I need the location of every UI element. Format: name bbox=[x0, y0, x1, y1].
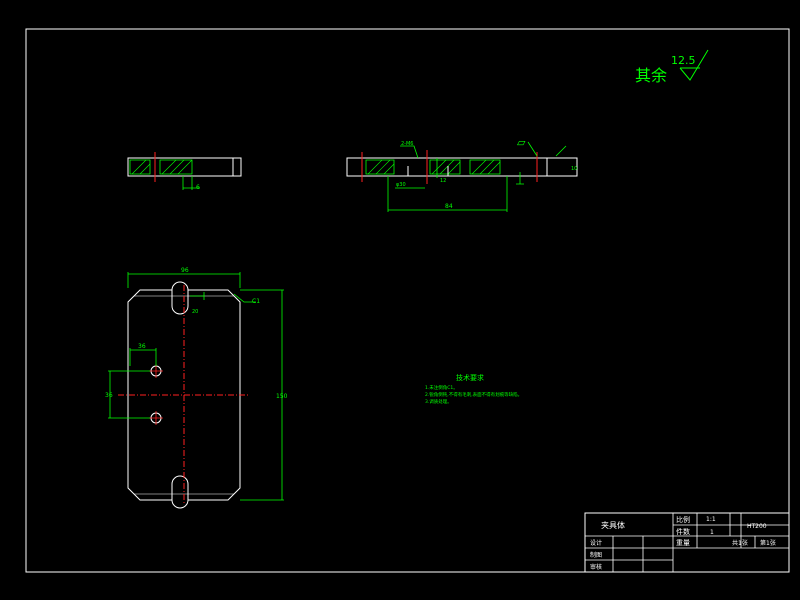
plan-hole-v-text: 36 bbox=[105, 392, 113, 399]
plan-top-width-dim bbox=[127, 272, 241, 288]
right-section-bore bbox=[407, 166, 449, 176]
right-section-outline bbox=[346, 157, 548, 177]
plan-outline bbox=[127, 281, 241, 509]
plan-slot-text: 20 bbox=[192, 309, 198, 315]
plan-height-dim bbox=[240, 289, 284, 501]
tech-req-title: 技术要求 bbox=[456, 373, 484, 382]
right-section-slot-text: 2-M6 bbox=[401, 141, 413, 147]
title-weight-label: 重量 bbox=[676, 539, 690, 547]
plan-hole-v-dim bbox=[108, 370, 150, 419]
technical-requirements: 技术要求 1.未注倒角C1。 2.锐角倒钝,不得有毛刺,表面不得有划痕等缺陷。 … bbox=[425, 373, 522, 405]
title-design-label: 设计 bbox=[590, 539, 602, 547]
right-section-thickness-text: 10 bbox=[571, 166, 577, 172]
plan-height-text: 150 bbox=[276, 393, 288, 400]
right-section-depth-text: 12 bbox=[440, 178, 446, 184]
tech-req-line-3: 3.调质处理。 bbox=[425, 398, 452, 405]
title-block-grid bbox=[585, 513, 789, 572]
right-section-hatch-lines bbox=[367, 159, 501, 175]
right-section-view: 84 φ30 2-M6 12 ⏥ 10 bbox=[346, 136, 578, 212]
title-scale-value: 1:1 bbox=[706, 516, 716, 523]
plan-slot-dim bbox=[190, 292, 205, 300]
plan-hole-h-dim bbox=[129, 348, 157, 366]
flatness-symbol: ⏥ bbox=[517, 136, 526, 149]
right-section-ext bbox=[547, 157, 578, 177]
flatness-leader bbox=[527, 141, 567, 157]
plan-view: 96 150 36 36 C1 20 bbox=[105, 267, 288, 509]
title-qty-label: 件数 bbox=[676, 527, 690, 536]
title-drawing-label: 制图 bbox=[590, 551, 602, 559]
tech-req-line-1: 1.未注倒角C1。 bbox=[425, 384, 458, 391]
right-section-side-mark bbox=[516, 172, 524, 185]
title-part-name: 夹具体 bbox=[601, 520, 625, 530]
plan-top-width-text: 96 bbox=[181, 267, 189, 274]
left-section-hatch-lines bbox=[131, 159, 193, 175]
title-scale-label: 比例 bbox=[676, 515, 690, 524]
plan-top-slot bbox=[171, 290, 189, 315]
left-section-hatch bbox=[129, 159, 193, 175]
title-block-frame bbox=[584, 512, 790, 573]
left-section-outline bbox=[127, 157, 242, 177]
title-review-label: 审核 bbox=[590, 563, 602, 571]
title-qty-value: 1 bbox=[710, 529, 714, 536]
title-material-value: HT200 bbox=[747, 523, 767, 530]
left-section-dim bbox=[182, 176, 200, 190]
roughness-symbol bbox=[679, 49, 709, 81]
plan-hole-lower-cross bbox=[149, 411, 163, 425]
right-section-span-dim bbox=[387, 176, 508, 212]
left-section-dim-text: 6 bbox=[196, 184, 200, 191]
title-sheets-total: 共1张 bbox=[732, 539, 748, 547]
left-section-view: 6 bbox=[127, 152, 242, 191]
plan-hole-h-text: 36 bbox=[138, 343, 146, 350]
plan-chamfer-leader bbox=[233, 293, 256, 303]
title-sheet-no: 第1张 bbox=[760, 539, 776, 547]
right-section-span-text: 84 bbox=[445, 203, 453, 210]
surface-roughness-note: 其余 12.5 bbox=[635, 49, 709, 85]
sheet-border bbox=[25, 28, 790, 573]
tech-req-line-2: 2.锐角倒钝,不得有毛刺,表面不得有划痕等缺陷。 bbox=[425, 391, 522, 398]
plan-hole-upper-cross bbox=[149, 364, 163, 378]
plan-bottom-slot bbox=[171, 475, 189, 500]
surface-note-text: 其余 bbox=[635, 66, 667, 85]
right-section-hatch bbox=[365, 159, 501, 175]
right-section-bore-text: φ30 bbox=[396, 182, 406, 188]
right-section-slot-leader bbox=[400, 145, 419, 159]
plan-chamfer-text: C1 bbox=[252, 298, 260, 305]
roughness-value: 12.5 bbox=[671, 54, 696, 67]
title-block: 夹具体 比例 1:1 件数 1 HT200 重量 共1张 第1张 设计 制图 审… bbox=[584, 512, 790, 573]
